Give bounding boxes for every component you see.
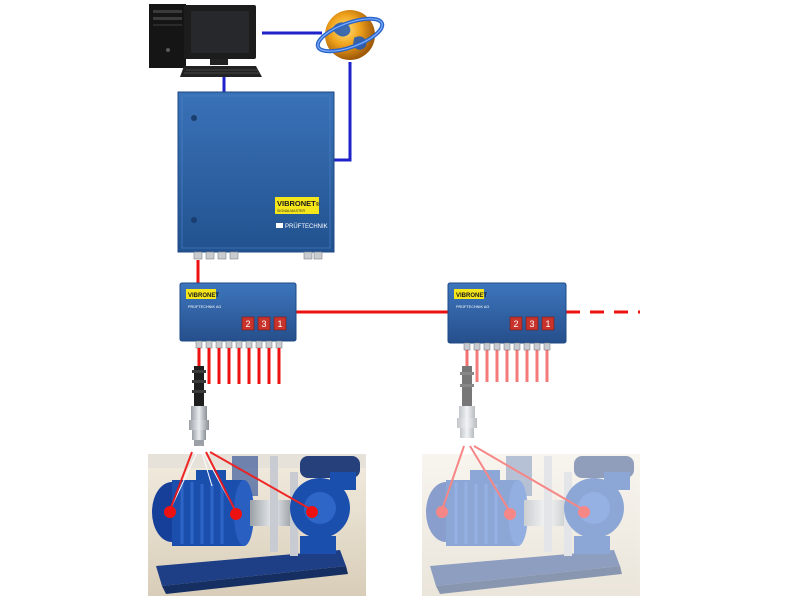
- maker-logo-icon: [276, 223, 283, 228]
- brand-subtitle: SIGNALMASTER: [277, 209, 306, 213]
- brand-label: VIBRONET®: [277, 199, 320, 208]
- vibronet-main-enclosure[interactable]: VIBRONET® SIGNALMASTER PRÜFTECHNIK: [178, 92, 334, 259]
- mux2-connectors: [464, 343, 550, 350]
- measurement-point[interactable]: [578, 506, 590, 518]
- globe-icon[interactable]: [314, 10, 386, 60]
- measurement-point[interactable]: [230, 508, 242, 520]
- measurement-point[interactable]: [436, 506, 448, 518]
- multiplexer-2[interactable]: VIBRONET PRÜFTECHNIK AG 2 3 1: [448, 283, 566, 350]
- multiplexer-1[interactable]: VIBRONET PRÜFTECHNIK AG 2 3 1: [180, 283, 296, 348]
- maker-label: PRÜFTECHNIK: [285, 223, 328, 230]
- mux1-sensor-cables: [209, 348, 279, 384]
- mux2-sensor-cables: [477, 350, 547, 382]
- mux2-channel-display: 2 3 1: [510, 317, 554, 330]
- pump-motor-icon[interactable]: [148, 446, 366, 596]
- mux1-digit-b: 3: [261, 319, 266, 329]
- sensor-icon-2[interactable]: [457, 350, 477, 438]
- mux2-digit-c: 1: [545, 319, 550, 329]
- mux2-digit-b: 3: [529, 319, 534, 329]
- measurement-point[interactable]: [164, 506, 176, 518]
- measurement-point[interactable]: [504, 508, 516, 520]
- mux1-connectors: [196, 341, 282, 348]
- mux1-maker: PRÜFTECHNIK AG: [188, 305, 221, 309]
- mux1-brand: VIBRONET: [188, 293, 219, 299]
- sensor-icon[interactable]: [189, 348, 209, 446]
- mux2-digit-a: 2: [513, 319, 518, 329]
- mux2-maker: PRÜFTECHNIK AG: [456, 305, 489, 309]
- pump-motor-icon-2[interactable]: [422, 446, 640, 596]
- mux2-brand: VIBRONET: [456, 293, 487, 299]
- computer-icon[interactable]: [149, 4, 262, 77]
- mux1-digit-c: 1: [277, 319, 282, 329]
- cable-glands: [194, 252, 322, 259]
- mux1-digit-a: 2: [245, 319, 250, 329]
- mux1-channel-display: 2 3 1: [242, 317, 286, 330]
- measurement-point[interactable]: [306, 506, 318, 518]
